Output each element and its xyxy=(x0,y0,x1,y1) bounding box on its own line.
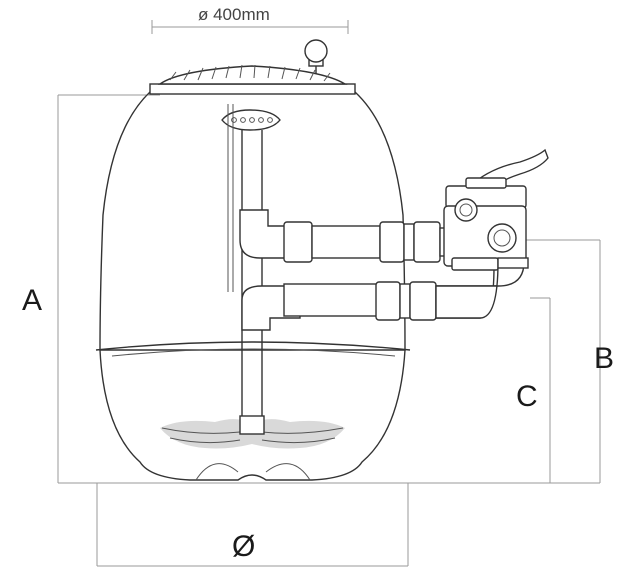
dimension-lines xyxy=(57,20,601,567)
dimension-b-label: B xyxy=(594,342,614,375)
upper-pipe xyxy=(239,209,451,263)
base-diameter-label: Ø xyxy=(232,530,255,563)
lower-pipe xyxy=(241,257,525,331)
dimension-a-label: A xyxy=(22,284,42,317)
top-diameter-label: ø 400mm xyxy=(198,5,270,24)
multiport-valve xyxy=(443,148,549,271)
filter-lid xyxy=(149,39,356,95)
filter-tank xyxy=(95,91,411,481)
dimension-c-label: C xyxy=(516,380,538,413)
internal-standpipe xyxy=(160,104,345,449)
